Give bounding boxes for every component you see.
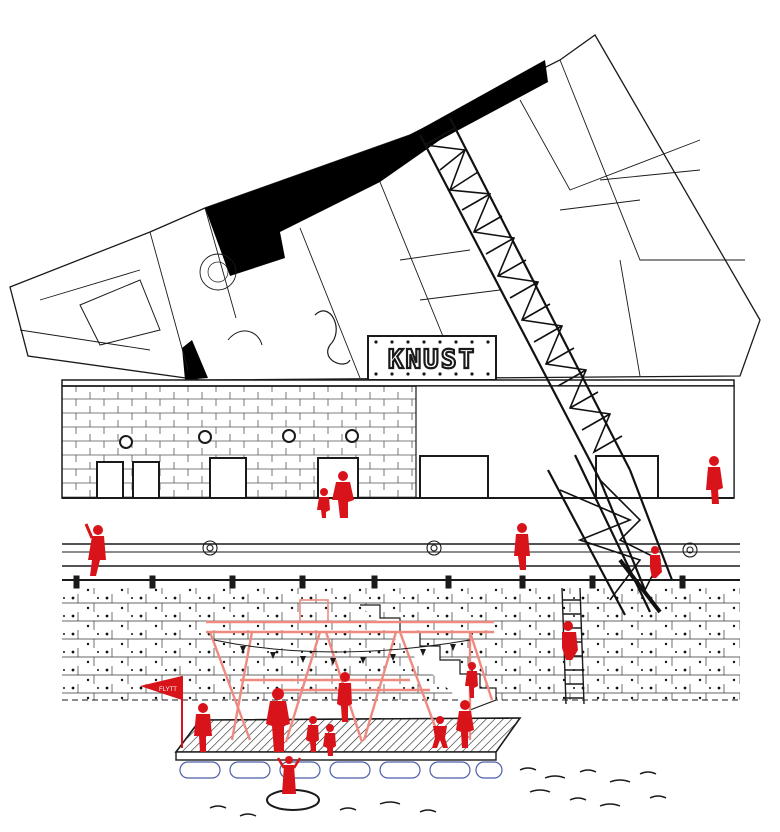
plan-walls xyxy=(19,59,745,379)
plan-stair-round xyxy=(199,253,237,291)
person-deck-right xyxy=(456,700,474,748)
person-deck-child-1 xyxy=(306,716,319,752)
person-deck-standing xyxy=(337,672,352,722)
plan-black-wall xyxy=(205,60,548,276)
trees xyxy=(202,540,698,558)
people xyxy=(84,456,723,794)
bunting xyxy=(213,639,471,653)
person-adult-door xyxy=(332,471,354,518)
person-deck-child-2 xyxy=(323,724,336,756)
person-waving-left xyxy=(84,523,106,576)
facade-windows xyxy=(119,429,359,449)
pennant-flag: FLYTT xyxy=(140,676,183,748)
crane-bracing xyxy=(424,127,662,601)
crane-truss xyxy=(419,117,674,616)
plan-outline xyxy=(9,34,761,381)
person-deck-2 xyxy=(266,688,290,752)
facade-doors xyxy=(96,455,659,499)
person-walking-promenade xyxy=(514,523,530,570)
bollards xyxy=(73,575,686,589)
facade xyxy=(61,379,735,499)
flag-text: FLYTT xyxy=(159,687,177,693)
person-deck-1 xyxy=(194,703,212,752)
person-deck-child-3 xyxy=(432,716,448,748)
person-right-facade xyxy=(706,456,723,504)
plan-curve-path xyxy=(314,310,351,365)
knust-sign: KNUST xyxy=(367,335,497,381)
person-on-frame xyxy=(465,662,478,698)
person-climbing-ladder xyxy=(562,621,578,660)
water-ripples xyxy=(209,767,667,817)
pontoon-floats xyxy=(179,761,503,779)
person-child-door xyxy=(317,488,330,518)
person-on-crane xyxy=(650,546,662,578)
plan-black-corner xyxy=(182,340,208,380)
plan-room xyxy=(79,279,161,346)
pontoon-frame xyxy=(206,599,494,743)
sign-text: KNUST xyxy=(388,345,476,375)
floor-plan xyxy=(9,34,761,381)
person-swimmer xyxy=(276,756,302,794)
